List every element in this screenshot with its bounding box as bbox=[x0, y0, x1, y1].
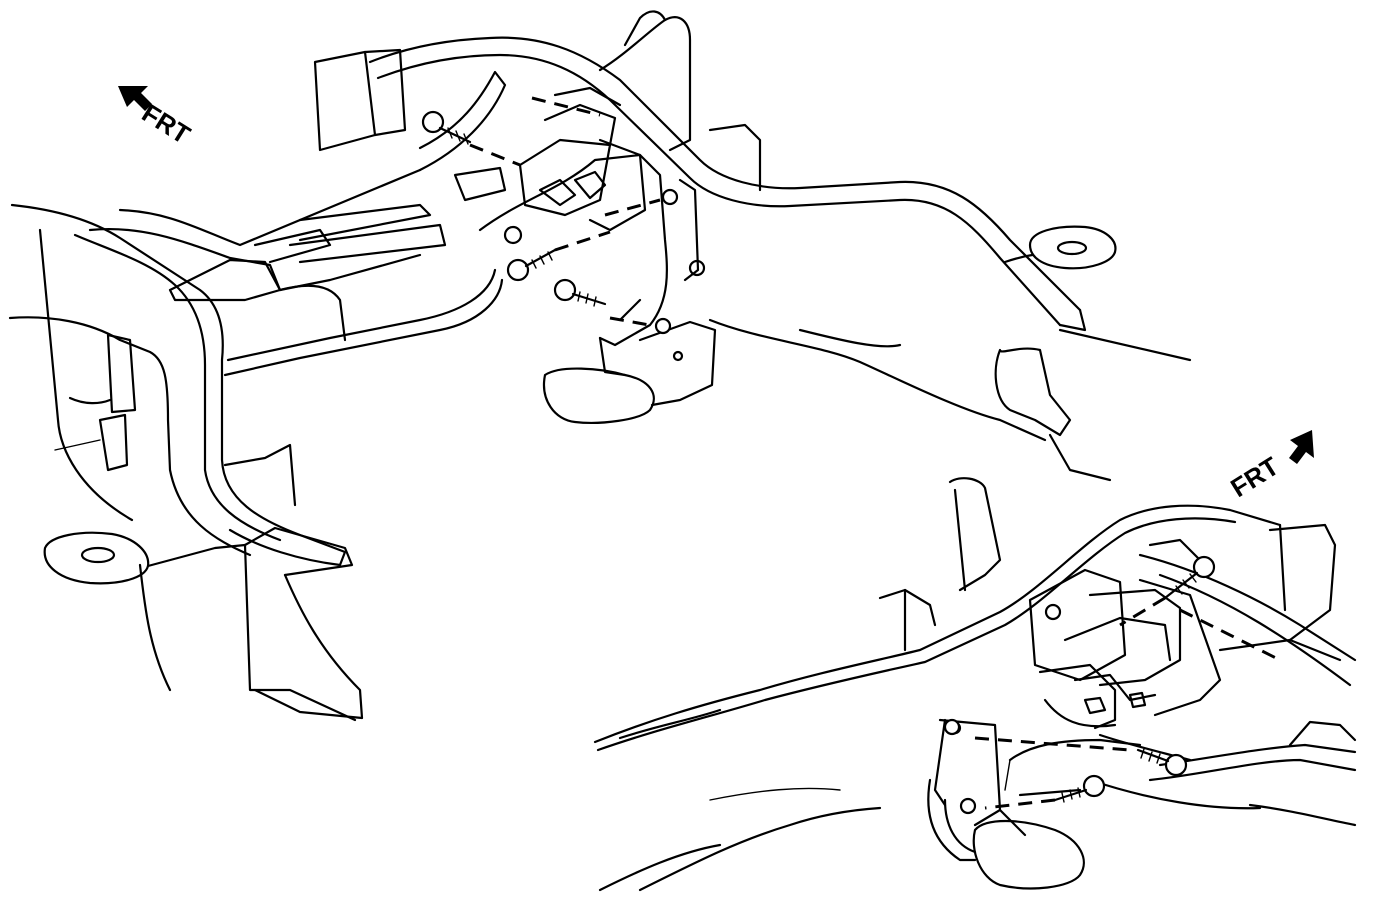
bolt-icon bbox=[1136, 748, 1188, 777]
bolt-icon bbox=[1163, 555, 1216, 600]
frt-label-lower: FRT bbox=[1225, 451, 1284, 503]
frt-indicator-lower: FRT bbox=[1225, 430, 1314, 503]
alignment-line bbox=[531, 96, 601, 117]
left-frame-rail bbox=[8, 203, 364, 722]
bump-stop-lower bbox=[927, 778, 1085, 890]
alignment-line bbox=[1119, 596, 1166, 627]
alignment-line bbox=[604, 198, 661, 217]
bolts-upper bbox=[421, 96, 679, 335]
front-crossmember bbox=[88, 168, 504, 377]
front-arrow-icon bbox=[118, 86, 152, 111]
nut-icon bbox=[943, 718, 961, 736]
lower-view: FRT bbox=[593, 430, 1357, 892]
nut-icon bbox=[661, 188, 679, 206]
bolt-icon bbox=[421, 110, 472, 145]
alignment-line bbox=[609, 316, 656, 328]
alignment-line bbox=[984, 798, 1056, 810]
nut-icon bbox=[654, 317, 672, 335]
inner-rail-upper bbox=[288, 70, 507, 264]
alignment-line bbox=[469, 143, 521, 167]
nut-icon bbox=[503, 225, 523, 245]
front-arrow-icon bbox=[1289, 430, 1314, 464]
bolt-icon bbox=[1053, 774, 1106, 803]
alignment-line bbox=[554, 230, 611, 252]
frt-indicator-upper: FRT bbox=[118, 86, 196, 150]
bolt-icon bbox=[553, 278, 607, 307]
bump-stop-upper bbox=[542, 298, 717, 424]
frame-rail-lower bbox=[593, 477, 1357, 892]
sensor-bracket-lower bbox=[933, 568, 1222, 827]
alignment-line bbox=[1179, 608, 1281, 662]
sensor-bracket-upper bbox=[453, 86, 706, 347]
nut-icon bbox=[1044, 603, 1062, 621]
upper-view: FRT bbox=[8, 10, 1192, 722]
bolts-lower bbox=[943, 555, 1281, 815]
right-frame-rail-upper bbox=[313, 10, 1192, 482]
nut-icon bbox=[959, 797, 977, 815]
bolt-icon bbox=[506, 248, 557, 282]
